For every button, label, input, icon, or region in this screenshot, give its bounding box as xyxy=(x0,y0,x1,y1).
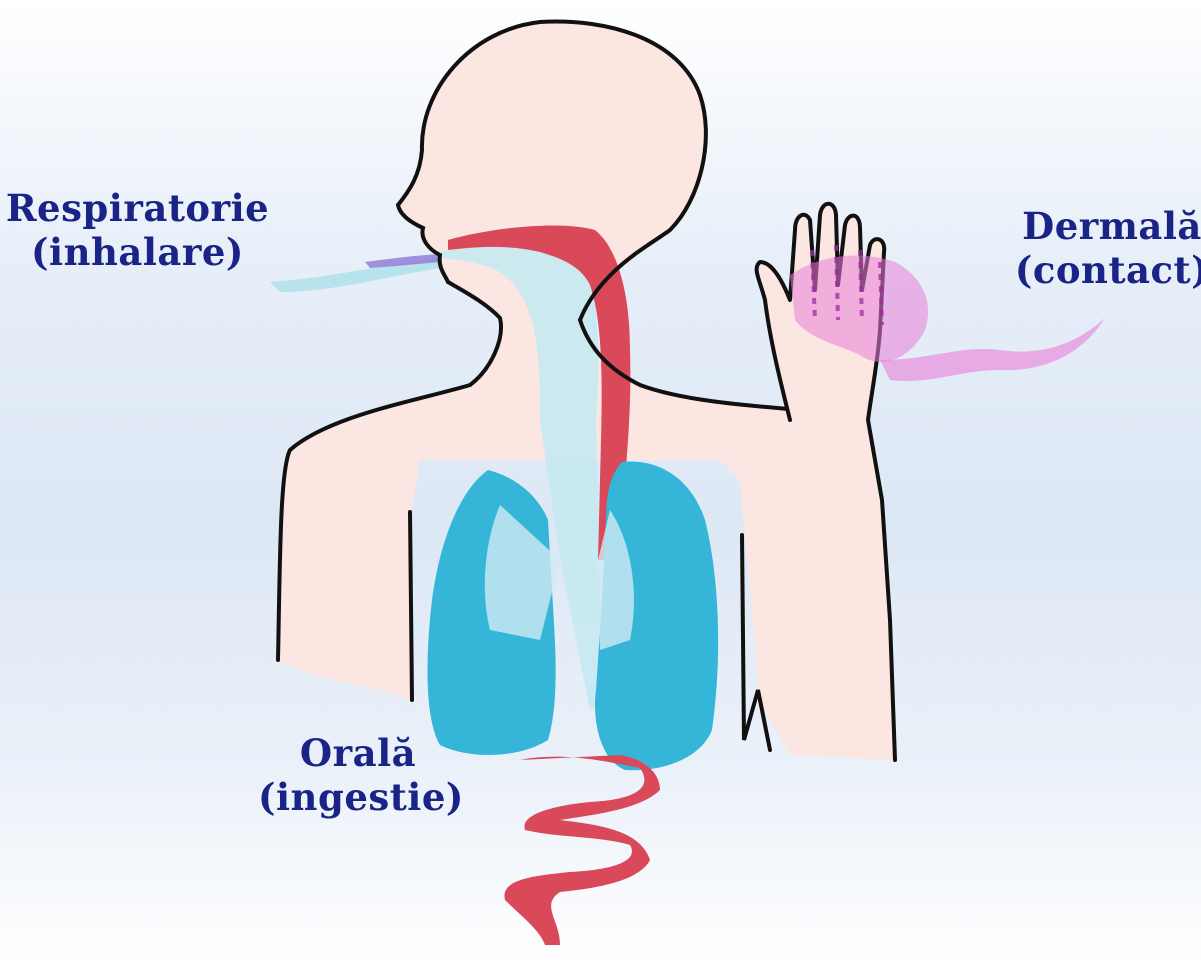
dermal-route-title: Dermală xyxy=(1012,204,1201,248)
oral-route-label: Orală (ingestie) xyxy=(258,731,458,819)
oral-route-title: Orală xyxy=(258,731,458,775)
torso-left-line xyxy=(410,512,412,700)
dermal-route-label: Dermală (contact) xyxy=(1012,204,1201,292)
intestine xyxy=(504,755,660,945)
dermal-route-subtitle: (contact) xyxy=(1012,248,1201,292)
oral-route-subtitle: (ingestie) xyxy=(258,775,458,819)
respiratory-route-title: Respiratorie xyxy=(0,186,275,230)
respiratory-route-subtitle: (inhalare) xyxy=(0,230,275,274)
respiratory-route-label: Respiratorie (inhalare) xyxy=(0,186,275,274)
